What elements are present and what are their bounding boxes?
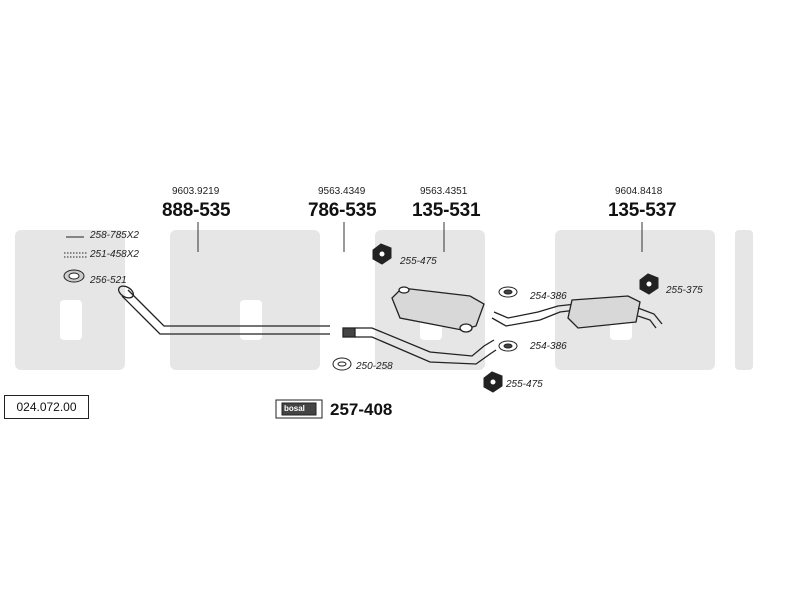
kit-box-icon xyxy=(275,399,323,419)
oem-number-4: 9604.8418 xyxy=(615,186,663,197)
leader-lines xyxy=(197,222,643,252)
part-label-255-475-bottom: 255-475 xyxy=(506,379,543,390)
mid-pipe xyxy=(342,327,497,365)
part-label-255-475-top: 255-475 xyxy=(400,256,437,267)
oem-number-1: 9603.9219 xyxy=(172,186,220,197)
oem-number-2: 9563.4349 xyxy=(318,186,366,197)
catalog-code: 024.072.00 xyxy=(4,395,89,419)
part-label-258-785: 258-785X2 xyxy=(90,230,139,241)
oem-number-3: 9563.4351 xyxy=(420,186,468,197)
part-number-1: 888-535 xyxy=(162,200,231,221)
part-label-251-458: 251-458X2 xyxy=(90,249,139,260)
part-number-2: 786-535 xyxy=(308,200,377,221)
middle-silencer xyxy=(391,286,485,333)
hardware-icons xyxy=(63,236,659,393)
part-label-256-521: 256-521 xyxy=(90,275,127,286)
part-label-250-258: 250-258 xyxy=(356,361,393,372)
part-label-254-386-bottom: 254-386 xyxy=(530,341,567,352)
part-number-3: 135-531 xyxy=(412,200,481,221)
kit-number: 257-408 xyxy=(330,400,393,419)
kit-brand: bosal xyxy=(284,404,305,413)
rear-silencer xyxy=(491,295,663,329)
part-label-254-386-top: 254-386 xyxy=(530,291,567,302)
part-label-255-375: 255-375 xyxy=(666,285,703,296)
front-pipe xyxy=(117,285,330,335)
part-number-4: 135-537 xyxy=(608,200,677,221)
